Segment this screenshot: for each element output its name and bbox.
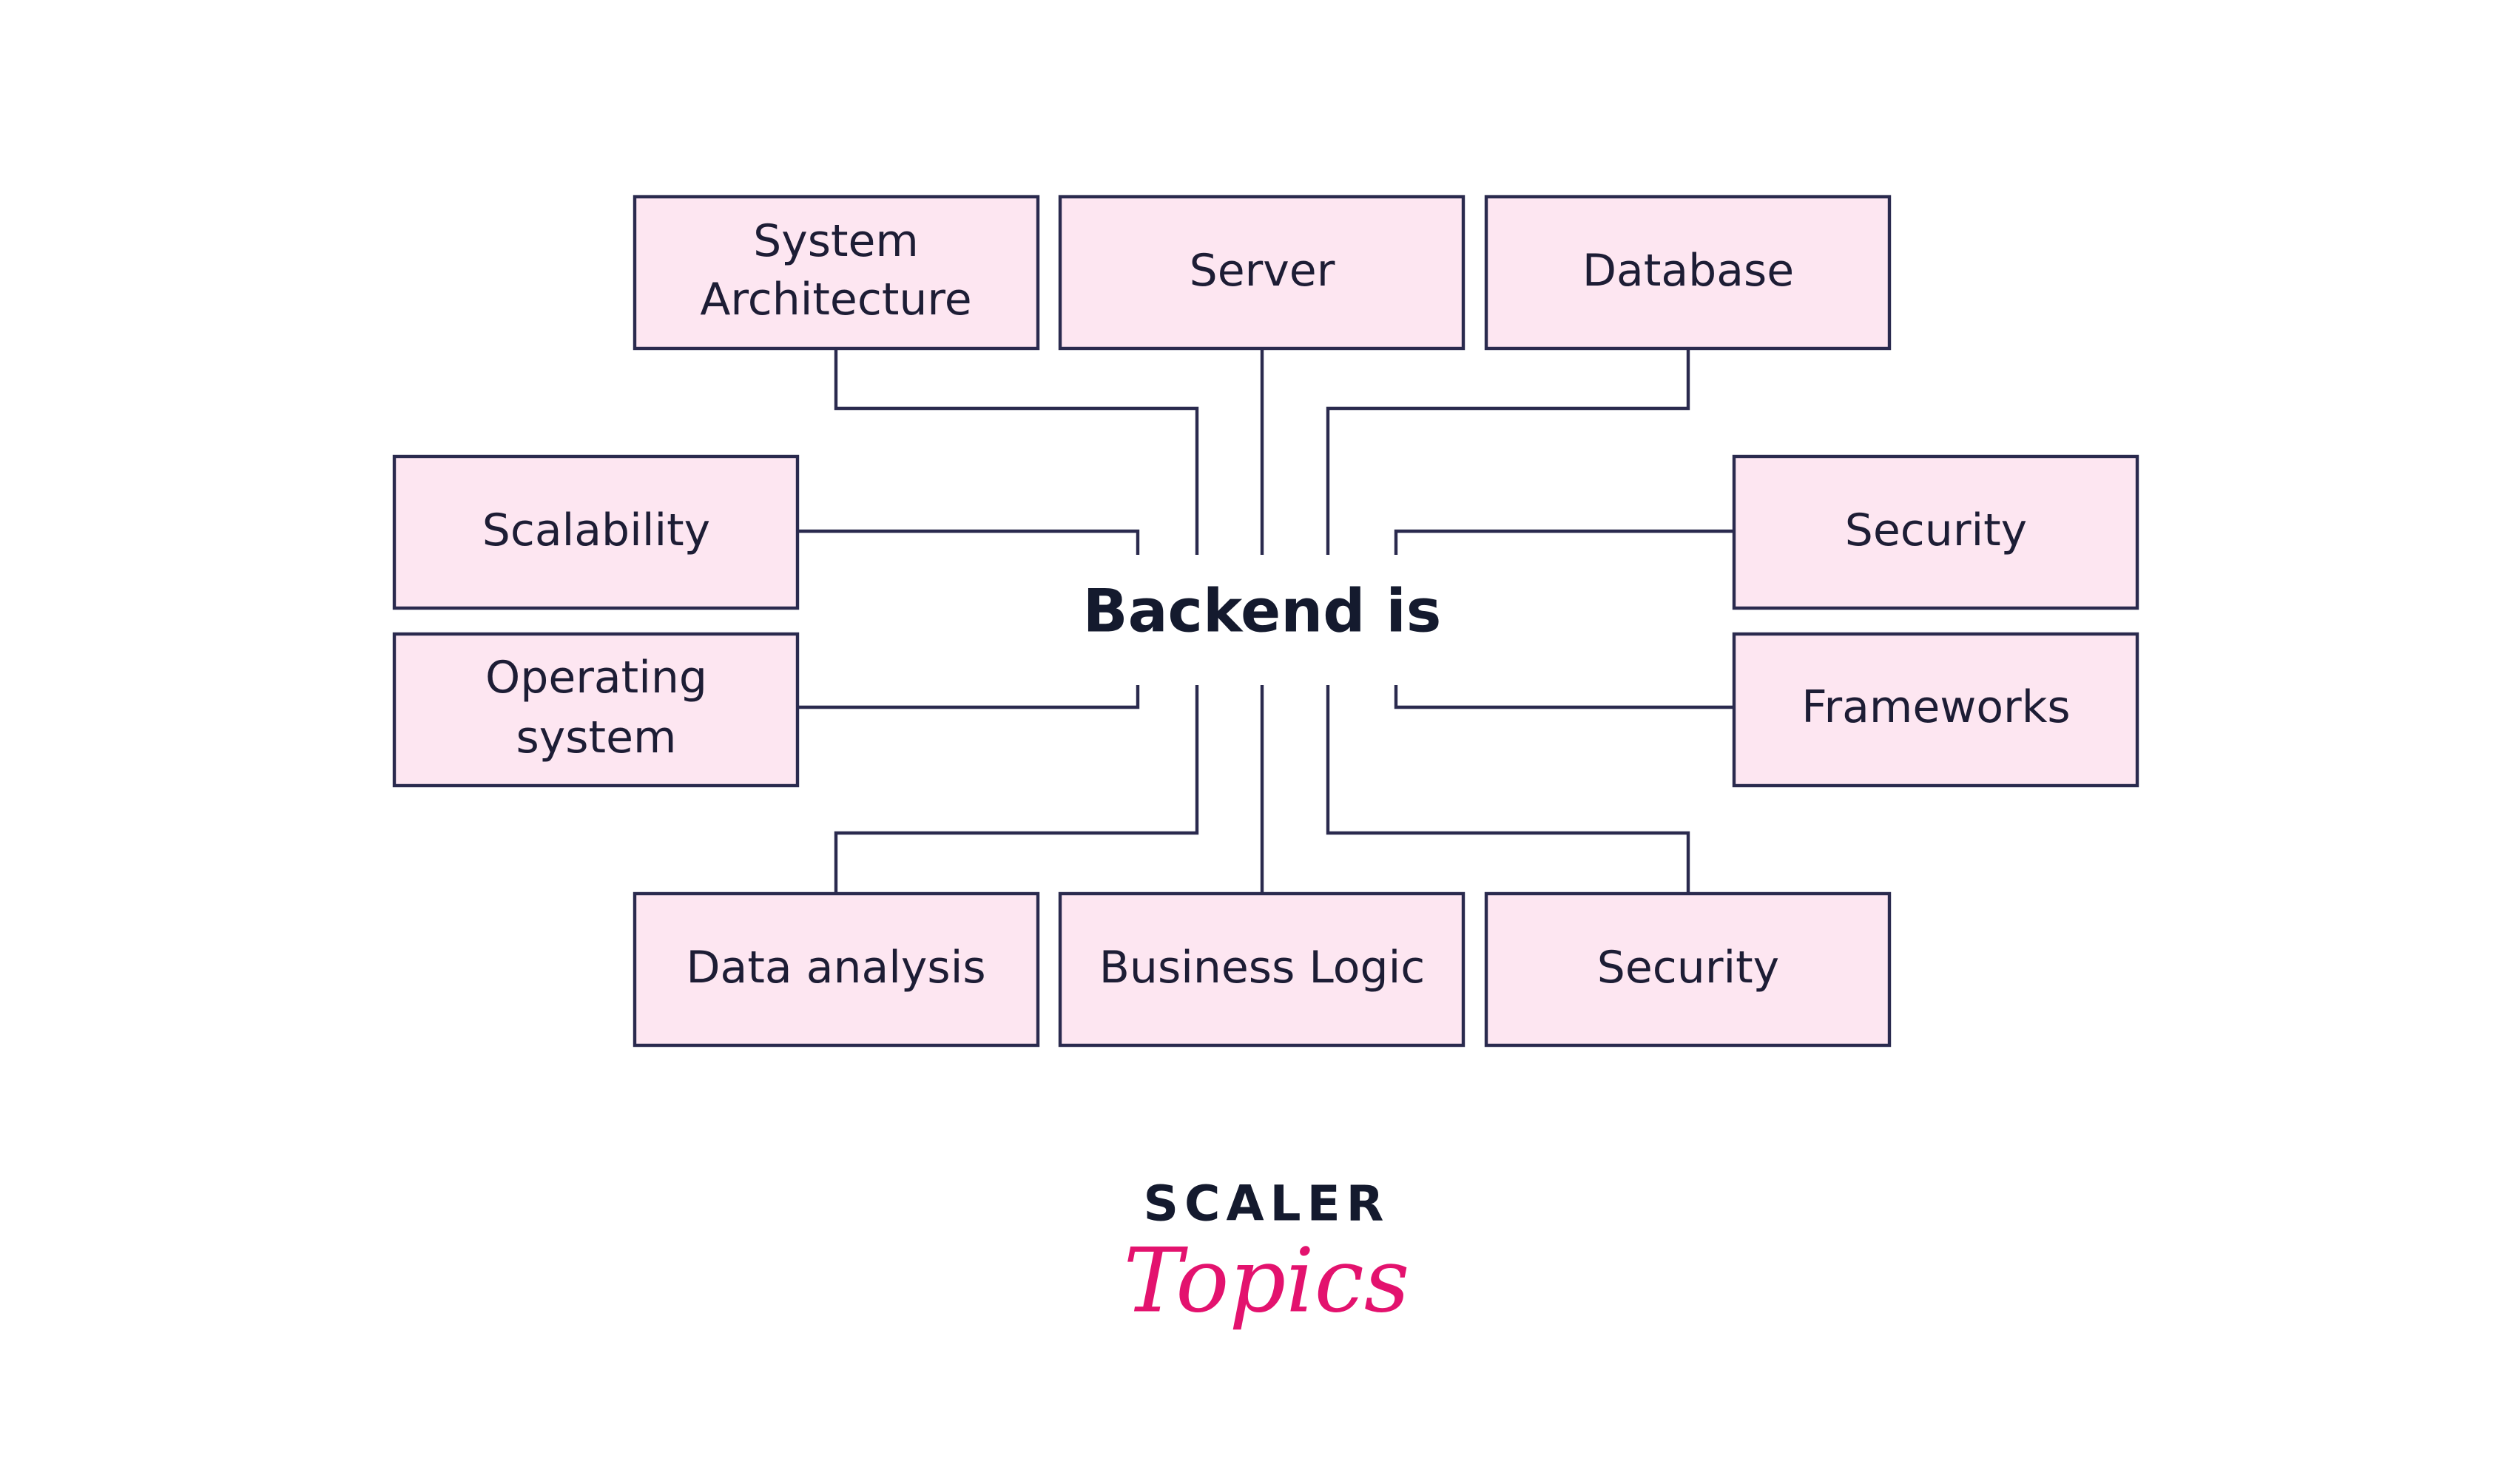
connector-security-right-top — [1394, 529, 1733, 555]
logo-wordmark-top: SCALER — [1143, 1176, 1389, 1232]
connector-scalability — [797, 529, 1140, 555]
node-label: Server — [1190, 245, 1335, 297]
node-box — [1732, 632, 2139, 788]
scaler-topics-logo: SCALER Topics — [1124, 1176, 1410, 1333]
connectors — [797, 349, 1733, 894]
node-label: Business Logic — [1099, 942, 1425, 994]
node-box — [633, 195, 1040, 351]
node-box — [1732, 454, 2139, 610]
node-data-analysis: Data analysis — [633, 891, 1040, 1048]
node-security-right-top: Security — [1732, 454, 2139, 610]
connector-data-analysis — [834, 685, 1199, 894]
center-label: Backend is — [1083, 577, 1442, 646]
connector-operating-system — [797, 685, 1140, 709]
node-label: Security — [1597, 942, 1779, 994]
node-label: Scalability — [482, 505, 710, 556]
node-box — [633, 891, 1040, 1048]
node-label: Frameworks — [1801, 681, 2070, 733]
node-label-line: Operating — [485, 652, 707, 704]
node-label-line: System — [753, 215, 919, 267]
node-server: Server — [1058, 195, 1466, 351]
node-system-architecture: System Architecture — [633, 195, 1040, 351]
node-box — [1484, 195, 1892, 351]
node-label-line: Architecture — [700, 274, 971, 326]
connector-database — [1326, 349, 1690, 555]
node-label-line: system — [516, 712, 677, 763]
connector-frameworks — [1394, 685, 1733, 709]
node-label: Security — [1845, 505, 2027, 556]
node-security-bottom: Security — [1484, 891, 1892, 1048]
connector-security-bottom — [1326, 685, 1690, 894]
node-box — [392, 632, 800, 788]
node-database: Database — [1484, 195, 1892, 351]
node-label: Data analysis — [686, 942, 985, 994]
node-box — [1484, 891, 1892, 1048]
node-business-logic: Business Logic — [1058, 891, 1466, 1048]
node-box — [392, 454, 800, 610]
node-box — [1058, 891, 1466, 1048]
connector-system-architecture — [834, 349, 1199, 555]
node-operating-system: Operating system — [392, 632, 800, 788]
node-label: Database — [1582, 245, 1794, 297]
node-frameworks: Frameworks — [1732, 632, 2139, 788]
logo-wordmark-bottom: Topics — [1124, 1230, 1410, 1333]
node-box — [1058, 195, 1466, 351]
node-scalability: Scalability — [392, 454, 800, 610]
